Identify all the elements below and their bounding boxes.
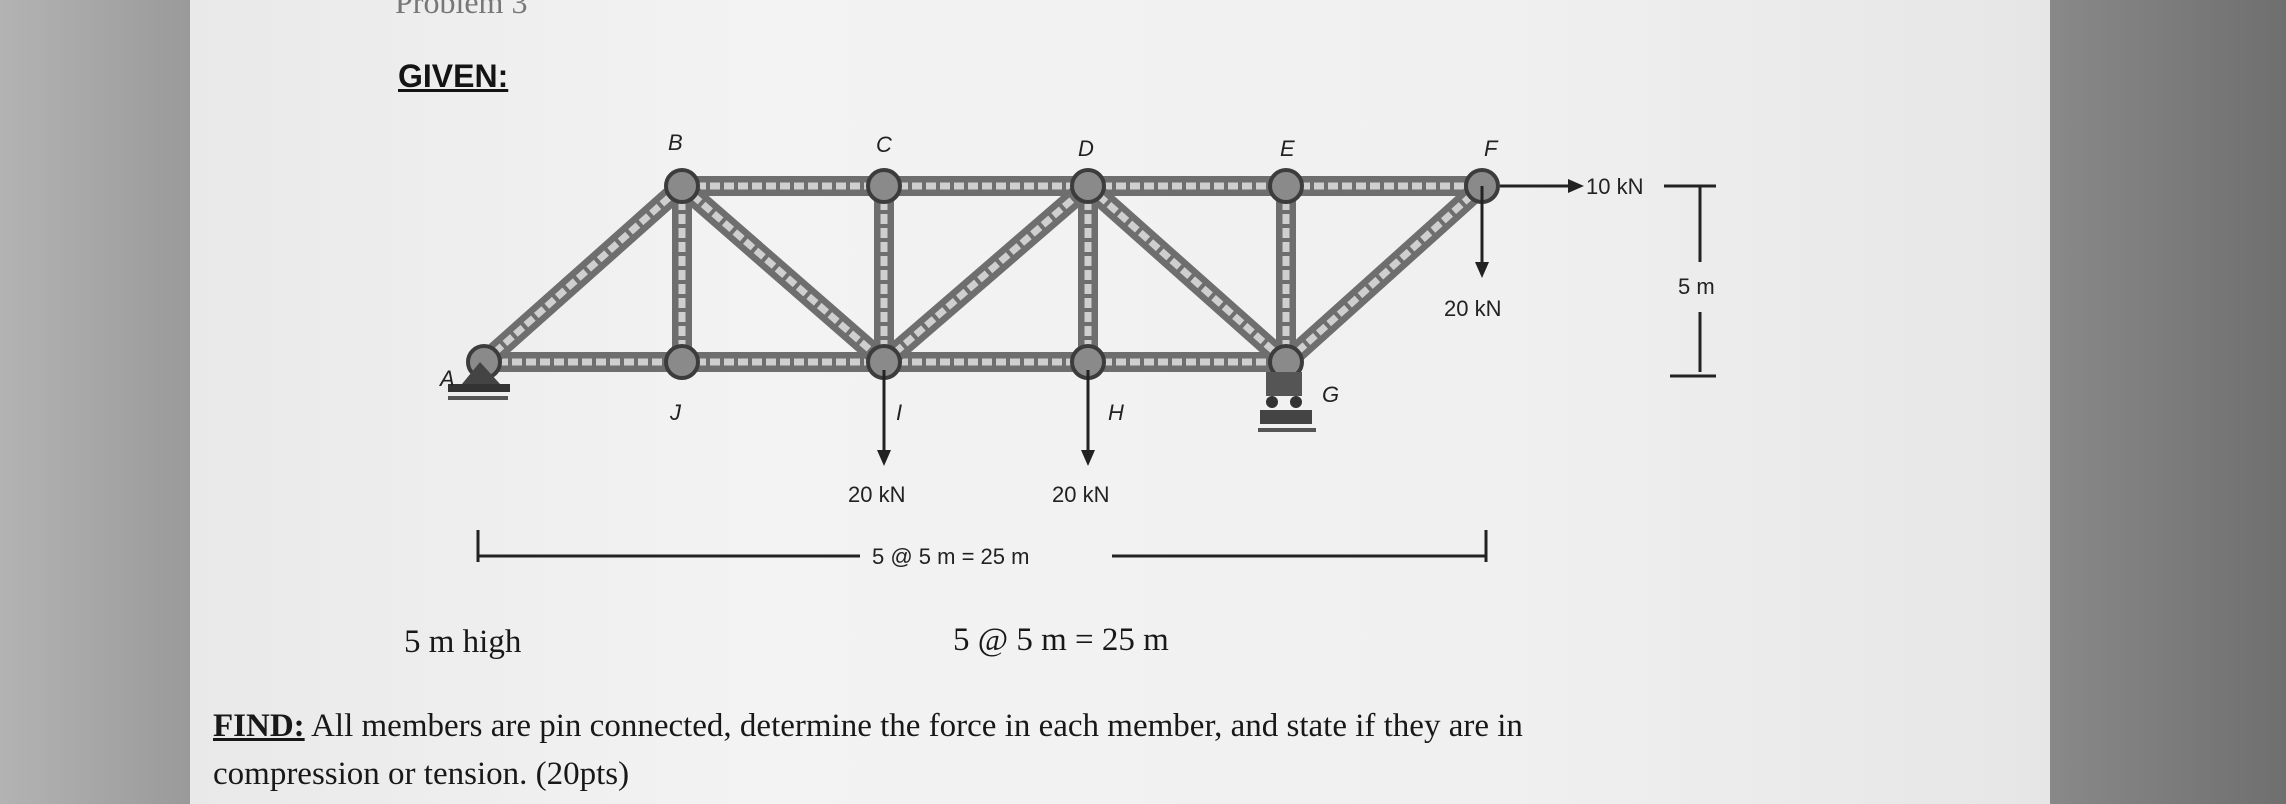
load-arrow-h bbox=[1081, 370, 1095, 466]
joint-b bbox=[664, 168, 700, 204]
load-arrow-i bbox=[877, 370, 891, 466]
load-arrow-f-down bbox=[1475, 186, 1489, 278]
node-label-h: H bbox=[1108, 400, 1124, 425]
height-dimension-line bbox=[1664, 184, 1716, 378]
node-label-b: B bbox=[668, 130, 683, 155]
span-dimension-line bbox=[476, 530, 1488, 562]
cut-off-title: Problem 3 bbox=[395, 0, 528, 20]
joint-j bbox=[664, 344, 700, 380]
joint-e bbox=[1268, 168, 1304, 204]
pin-support-a bbox=[448, 362, 510, 400]
member-highlight-id bbox=[881, 183, 1091, 365]
roller-support-g bbox=[1258, 372, 1316, 432]
node-label-f: F bbox=[1484, 136, 1499, 161]
find-label: FIND: bbox=[213, 708, 305, 744]
truss-joints bbox=[466, 168, 1500, 380]
find-statement: FIND: All members are pin connected, det… bbox=[213, 702, 1693, 798]
member-highlight-bi bbox=[679, 183, 887, 365]
height-dimension-label: 5 m bbox=[1678, 274, 1715, 299]
given-heading: GIVEN: bbox=[398, 58, 509, 94]
find-text: All members are pin connected, determine… bbox=[213, 708, 1523, 792]
joint-d bbox=[1070, 168, 1106, 204]
member-highlight-ab bbox=[481, 183, 685, 365]
load-label-h: 20 kN bbox=[1052, 482, 1109, 507]
load-label-i: 20 kN bbox=[848, 482, 905, 507]
node-label-j: J bbox=[669, 400, 682, 425]
node-label-i: I bbox=[896, 400, 902, 425]
node-label-c: C bbox=[876, 132, 892, 157]
node-label-g: G bbox=[1322, 382, 1339, 407]
height-caption: 5 m high bbox=[404, 624, 522, 660]
truss-members bbox=[474, 176, 1492, 372]
node-label-d: D bbox=[1078, 136, 1094, 161]
load-label-f-horizontal: 10 kN bbox=[1586, 174, 1643, 199]
node-label-a: A bbox=[438, 366, 455, 391]
member-highlight-fg bbox=[1283, 183, 1485, 365]
span-caption: 5 @ 5 m = 25 m bbox=[953, 622, 1169, 658]
member-highlight-dg bbox=[1085, 183, 1289, 365]
span-dimension-label: 5 @ 5 m = 25 m bbox=[872, 544, 1029, 569]
problem-sheet: Problem 3 GIVEN: bbox=[190, 0, 2050, 804]
load-arrow-f-horizontal bbox=[1500, 179, 1584, 193]
load-label-f-down: 20 kN bbox=[1444, 296, 1501, 321]
node-label-e: E bbox=[1280, 136, 1295, 161]
joint-c bbox=[866, 168, 902, 204]
